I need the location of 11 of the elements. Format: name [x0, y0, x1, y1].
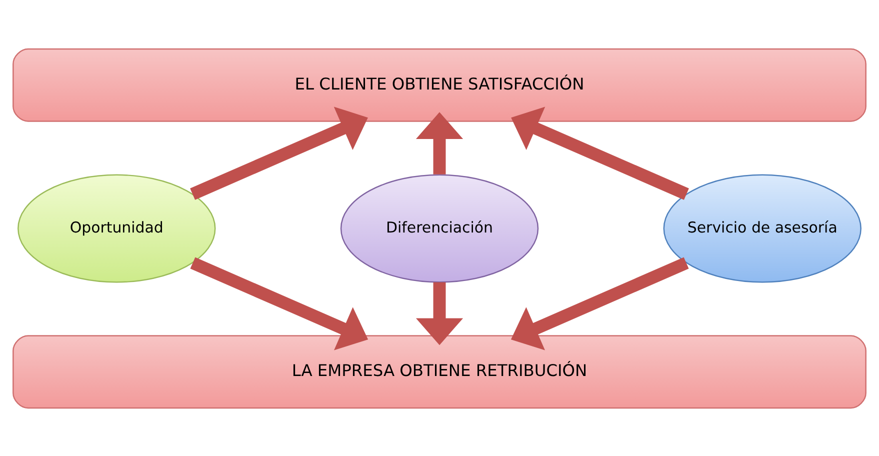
node-ellipse: Diferenciación — [340, 174, 539, 282]
node-ellipse: Oportunidad — [18, 174, 216, 282]
arrow — [416, 112, 464, 174]
node-box: EL CLIENTE OBTIENE SATISFACCIÓN — [12, 48, 866, 122]
arrow — [511, 106, 689, 200]
arrow — [510, 256, 689, 350]
arrow — [190, 256, 368, 350]
node-ellipse: Servicio de asesoría — [663, 174, 862, 282]
arrow — [416, 282, 464, 345]
node-box: LA EMPRESA OBTIENE RETRIBUCIÓN — [12, 334, 866, 408]
arrow — [190, 106, 368, 200]
